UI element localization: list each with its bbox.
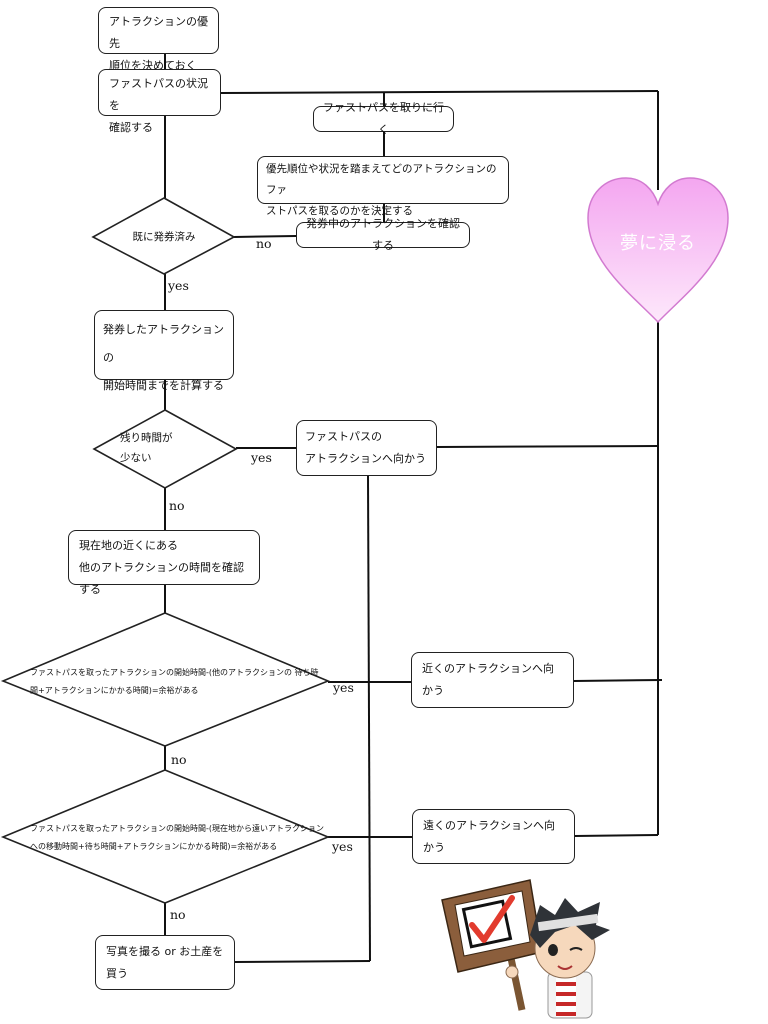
decision-remaining-diamond [92, 409, 238, 489]
label-yes-issued: yes [168, 278, 189, 293]
label-no-remaining: no [169, 498, 185, 513]
node-check-nearby: 現在地の近くにある 他のアトラクションの時間を確認する [68, 530, 260, 596]
decision-issued-text: 既に発券済み [132, 231, 196, 243]
node-check-fastpass: ファストパスの状況を 確認する [98, 69, 221, 134]
node-photo-souvenir: 写真を撮る or お土産を買う [95, 935, 235, 990]
decision-near-diamond [0, 612, 331, 747]
label-yes-far: yes [332, 839, 353, 854]
decision-far-text: ファストパスを取ったアトラクションの開始時間-(現在地から遠いアトラクション へ… [30, 824, 325, 851]
label-no-far: no [170, 907, 186, 922]
heart-label: 夢に浸る [620, 233, 696, 254]
decision-remaining-text: 残り時間が 少ない [120, 432, 173, 464]
node-calc-time: 発券したアトラクションの 開始時間までを計算する [94, 310, 234, 392]
heart-shape [587, 177, 729, 324]
node-go-far: 遠くのアトラクションへ向かう [412, 809, 575, 864]
connector-lines [164, 54, 663, 963]
mascot-character-icon [505, 898, 610, 1019]
label-no-near: no [171, 752, 187, 767]
label-yes-remaining: yes [251, 450, 272, 465]
node-get-fastpass: ファストパスを取りに行く [313, 101, 454, 136]
decision-near-text: ファストパスを取ったアトラクションの開始時間-(他のアトラクションの 待ち時 間… [30, 668, 319, 695]
node-priority: アトラクションの優先 順位を決めておく [98, 7, 219, 72]
label-no-issued: no [256, 236, 272, 251]
node-go-fastpass-attraction: ファストパスの アトラクションへ向かう [296, 420, 437, 476]
label-yes-near: yes [333, 680, 354, 695]
node-decide-fastpass: 優先順位や状況を踏まえてどのアトラクションのファ ストパスを取るのかを決定する [257, 156, 509, 217]
decision-far-diamond [0, 769, 331, 904]
node-go-near: 近くのアトラクションへ向かう [411, 652, 574, 708]
checklist-sign-icon [441, 879, 543, 1011]
decision-issued-diamond [91, 197, 236, 275]
node-check-issuing: 発券中のアトラクションを確認する [296, 217, 470, 252]
